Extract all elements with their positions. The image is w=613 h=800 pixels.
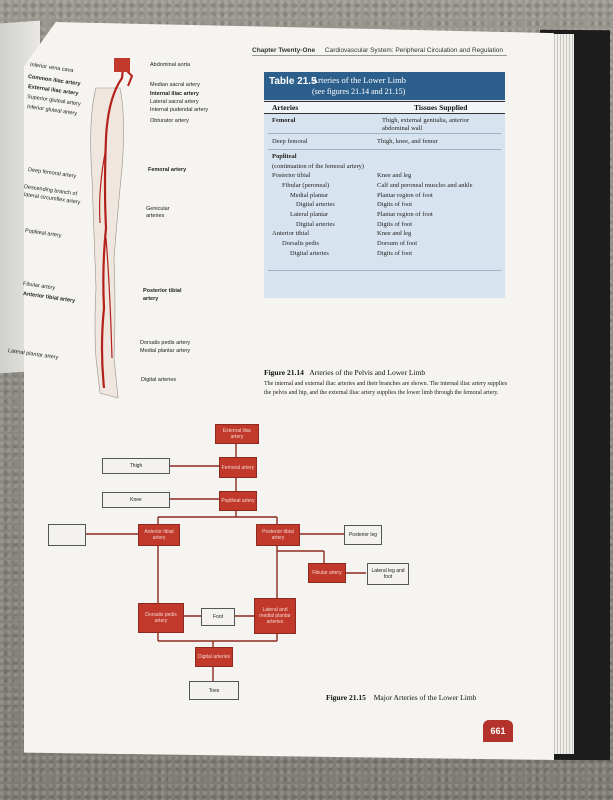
leg-arteries-illustration bbox=[90, 58, 134, 399]
digital-box: Digital arteries bbox=[195, 647, 233, 667]
table-subtitle: (see figures 21.14 and 21.15) bbox=[312, 87, 406, 96]
fig14-label-right: Obturator artery bbox=[150, 118, 189, 124]
foot-box: Foot bbox=[201, 608, 235, 626]
table-row-artery: Femoral bbox=[272, 117, 296, 124]
ant-tibial-box: Anterior tibial artery bbox=[138, 524, 180, 546]
fig15-title: Major Arteries of the Lower Limb bbox=[373, 693, 477, 702]
table-row-artery: Anterior tibial bbox=[272, 230, 310, 237]
fig14-caption-body: The internal and external iliac arteries… bbox=[264, 381, 508, 396]
fig14-label-right: Lateral sacral artery bbox=[150, 99, 199, 105]
table-row-artery: Lateral plantar bbox=[290, 211, 329, 218]
table-row-artery: Posterior tibial bbox=[272, 172, 311, 179]
fig14-title: Arteries of the Pelvis and Lower Limb bbox=[309, 368, 426, 377]
table-row-tissue: abdominal wall bbox=[382, 125, 423, 132]
fig15-number: Figure 21.15 bbox=[326, 693, 366, 702]
fig14-label-right: Dorsalis pedis artery bbox=[140, 340, 191, 346]
table-row-artery: Medial plantar bbox=[290, 192, 329, 199]
table-row-tissue: Digits of foot bbox=[377, 201, 413, 208]
table-separator bbox=[268, 270, 501, 271]
table-row-tissue: Knee and leg bbox=[377, 172, 412, 179]
table-row-artery: Deep femoral bbox=[272, 138, 308, 145]
chapter-label: Chapter Twenty-One bbox=[252, 47, 316, 54]
table-row-tissue: Calf and peroneal muscles and ankle bbox=[377, 182, 473, 189]
fig14-label-right: arteries bbox=[146, 213, 165, 219]
table-row-tissue: Knee and leg bbox=[377, 230, 412, 237]
fig14-label-right: Medial plantar artery bbox=[140, 348, 191, 354]
toes-box: Toes bbox=[189, 681, 239, 700]
table-row-tissue: Digits of foot bbox=[377, 221, 413, 228]
table-column-headers: Arteries Tissues Supplied bbox=[264, 101, 505, 114]
table-row-tissue: Thigh, knee, and femur bbox=[377, 138, 438, 145]
table-row-tissue: Thigh, external genitalia, anterior bbox=[382, 117, 470, 124]
table-row-artery: Popliteal bbox=[272, 153, 297, 160]
thigh-box: Thigh bbox=[102, 458, 170, 474]
fig14-label-right: Median sacral artery bbox=[150, 82, 200, 88]
table-row-tissue: Plantar region of foot bbox=[377, 211, 433, 218]
fig14-number: Figure 21.14 bbox=[264, 368, 304, 377]
fig14-label-right: Digital arteries bbox=[141, 377, 177, 383]
fig14-label-right: artery bbox=[143, 296, 159, 302]
table-row-artery: Digital arteries bbox=[296, 221, 335, 228]
ext-iliac-box: External iliac artery bbox=[215, 424, 259, 444]
fig14-caption-title: Figure 21.14 Arteries of the Pelvis and … bbox=[264, 368, 425, 377]
table-separator bbox=[268, 133, 501, 134]
page-number: 661 bbox=[483, 720, 513, 742]
table-row-artery: Digital arteries bbox=[290, 250, 329, 257]
posterior-leg-box: Posterior leg bbox=[344, 525, 382, 545]
table-number: Table 21.5 bbox=[269, 76, 317, 87]
header-rule bbox=[252, 55, 507, 56]
table-row-tissue: Digits of foot bbox=[377, 250, 413, 257]
knee-box: Knee bbox=[102, 492, 170, 508]
fibular-box: Fibular artery bbox=[308, 563, 346, 583]
plantar-box: Lateral and medial plantar arteries bbox=[254, 598, 296, 634]
running-header: Chapter Twenty-One Cardiovascular System… bbox=[252, 47, 503, 54]
arteries-table: Table 21.5 Arteries of the Lower Limb (s… bbox=[264, 72, 505, 298]
table-row-tissue: Dorsum of foot bbox=[377, 240, 418, 247]
col-tissues: Tissues Supplied bbox=[414, 103, 468, 112]
table-title: Arteries of the Lower Limb bbox=[312, 75, 406, 85]
popliteal-box: Popliteal artery bbox=[219, 491, 257, 511]
table-separator bbox=[268, 149, 501, 150]
fig15-caption: Figure 21.15 Major Arteries of the Lower… bbox=[326, 693, 476, 702]
fig14-label-right: Internal iliac artery bbox=[150, 91, 199, 97]
col-arteries: Arteries bbox=[272, 103, 299, 112]
table-row-artery: Fibular (peroneal) bbox=[282, 182, 330, 189]
table-row-artery: Digital arteries bbox=[296, 201, 335, 208]
table-row-artery: Dorsalis pedis bbox=[282, 240, 320, 247]
table-row-artery: (continuation of the femoral artery) bbox=[272, 163, 365, 170]
post-tibial-box: Posterior tibial artery bbox=[256, 524, 300, 546]
dorsalis-pedis-box: Dorsalis pedis artery bbox=[138, 603, 184, 633]
lateral-leg-box: Lateral leg and foot bbox=[367, 563, 409, 585]
fig14-label-right: Abdominal aorta bbox=[150, 62, 191, 68]
table-row-tissue: Plantar region of foot bbox=[377, 192, 433, 199]
femoral-box: Femoral artery bbox=[219, 457, 257, 478]
fig14-label-right: Posterior tibial bbox=[143, 288, 182, 294]
fig14-label-right: Internal pudendal artery bbox=[150, 107, 209, 113]
table-header: Table 21.5 Arteries of the Lower Limb (s… bbox=[264, 72, 505, 100]
chapter-title: Cardiovascular System: Peripheral Circul… bbox=[324, 47, 504, 54]
fig14-label-right: Femoral artery bbox=[148, 167, 187, 173]
anterior-leg-box bbox=[48, 524, 86, 546]
fig14-label-right: Genicular bbox=[146, 206, 170, 212]
